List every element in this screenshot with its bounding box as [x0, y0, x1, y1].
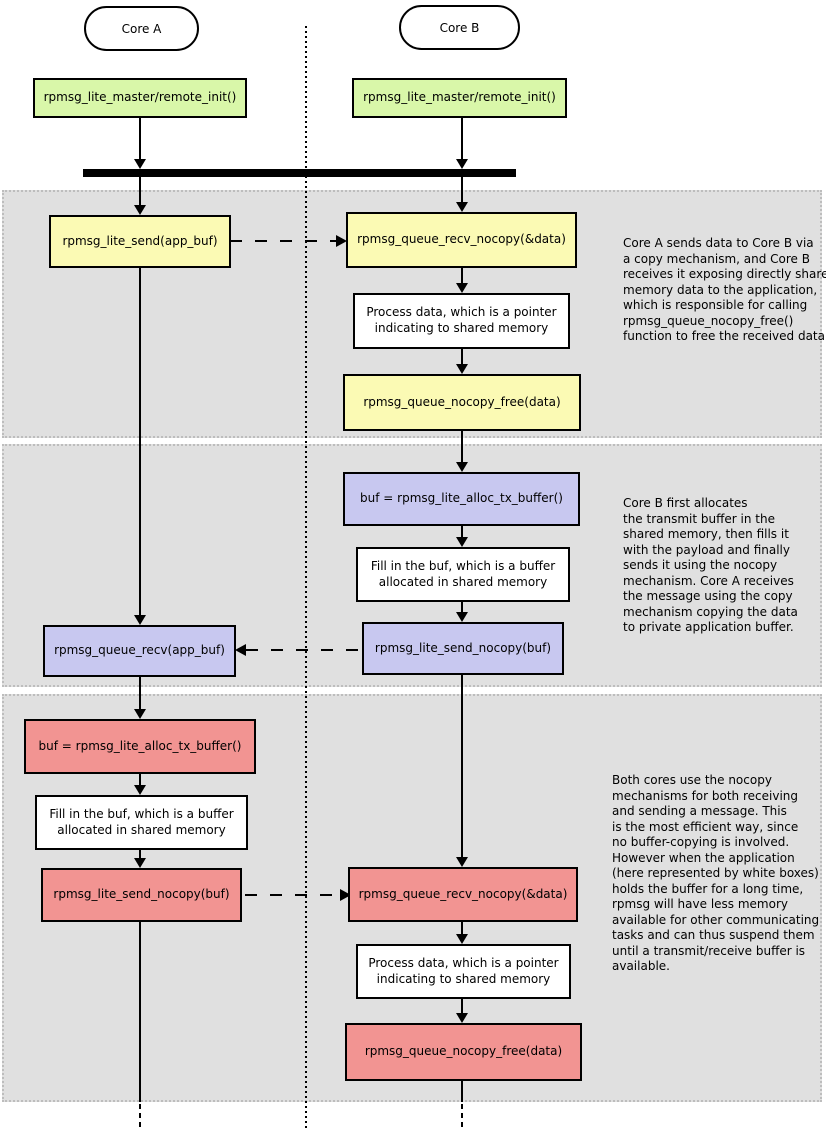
lifeline-core-a	[139, 117, 141, 159]
box-fill-buf-core-b: Fill in the buf, which is a buffer alloc…	[356, 547, 570, 602]
box-rpmsg-queue-nocopy-free-1: rpmsg_queue_nocopy_free(data)	[343, 374, 581, 431]
arrowhead-down	[456, 537, 468, 547]
box-rpmsg-lite-send: rpmsg_lite_send(app_buf)	[49, 215, 231, 268]
lifeline-core-b	[461, 268, 463, 284]
lifeline-core-a	[139, 774, 141, 786]
arrowhead-down	[456, 1013, 468, 1023]
sync-bar	[83, 169, 516, 177]
arrowhead-down	[456, 857, 468, 867]
arrowhead-down	[134, 205, 146, 215]
lifeline-core-b	[461, 431, 463, 463]
actor-core-a-label: Core A	[121, 21, 162, 36]
message-arrow-copy-send	[230, 240, 337, 242]
annotation-nocopy-send: Core B first allocates the transmit buff…	[623, 496, 798, 634]
actor-core-a: Core A	[84, 6, 199, 51]
box-rpmsg-queue-recv-nocopy-1: rpmsg_queue_recv_nocopy(&data)	[346, 212, 577, 268]
lifeline-core-a	[139, 268, 141, 616]
lifeline-core-b	[461, 117, 463, 159]
arrowhead-left	[235, 644, 246, 656]
box-rpmsg-queue-nocopy-free-2: rpmsg_queue_nocopy_free(data)	[345, 1023, 582, 1081]
box-alloc-tx-buffer-core-b: buf = rpmsg_lite_alloc_tx_buffer()	[343, 472, 580, 526]
lifeline-core-b	[461, 1081, 463, 1102]
arrowhead-right	[340, 889, 351, 901]
lifeline-core-b	[461, 675, 463, 858]
box-rpmsg-lite-send-nocopy-core-b: rpmsg_lite_send_nocopy(buf)	[362, 622, 564, 675]
message-arrow-nocopy-send-both	[245, 894, 341, 896]
lifeline-core-b	[461, 602, 463, 613]
box-rpmsg-lite-send-nocopy-core-a: rpmsg_lite_send_nocopy(buf)	[41, 868, 242, 922]
arrowhead-down	[456, 202, 468, 212]
message-arrow-nocopy-send	[246, 649, 362, 651]
core-divider-line	[305, 26, 307, 1131]
arrowhead-down	[134, 709, 146, 719]
box-process-data-2: Process data, which is a pointer indicat…	[356, 944, 571, 999]
box-alloc-tx-buffer-core-a: buf = rpmsg_lite_alloc_tx_buffer()	[24, 719, 256, 774]
box-rpmsg-queue-recv-core-a: rpmsg_queue_recv(app_buf)	[43, 625, 236, 677]
annotation-nocopy-both: Both cores use the nocopy mechanisms for…	[612, 773, 820, 973]
actor-core-b: Core B	[399, 5, 520, 50]
arrowhead-down	[456, 934, 468, 944]
arrowhead-down	[456, 283, 468, 293]
lifeline-core-a	[139, 922, 141, 1102]
arrowhead-down	[456, 159, 468, 169]
box-init-core-b: rpmsg_lite_master/remote_init()	[352, 78, 567, 118]
lifeline-core-b	[461, 177, 463, 203]
arrowhead-down	[456, 462, 468, 472]
actor-core-b-label: Core B	[439, 20, 480, 35]
arrowhead-down	[134, 159, 146, 169]
lifeline-core-b	[461, 526, 463, 538]
lifeline-core-b	[461, 922, 463, 935]
box-fill-buf-core-a: Fill in the buf, which is a buffer alloc…	[35, 795, 248, 850]
lifeline-core-a	[139, 677, 141, 710]
box-process-data-1: Process data, which is a pointer indicat…	[353, 293, 570, 349]
box-rpmsg-queue-recv-nocopy-2: rpmsg_queue_recv_nocopy(&data)	[348, 867, 578, 922]
lifeline-core-b-continuation	[461, 1104, 463, 1130]
lifeline-core-a	[139, 850, 141, 859]
arrowhead-right	[336, 235, 347, 247]
arrowhead-down	[134, 858, 146, 868]
lifeline-core-b	[461, 349, 463, 365]
arrowhead-down	[456, 364, 468, 374]
arrowhead-down	[456, 612, 468, 622]
arrowhead-down	[134, 615, 146, 625]
annotation-copy-mechanism: Core A sends data to Core B via a copy m…	[623, 236, 826, 343]
arrowhead-down	[134, 785, 146, 795]
lifeline-core-b	[461, 999, 463, 1014]
lifeline-core-a	[139, 177, 141, 206]
box-init-core-a: rpmsg_lite_master/remote_init()	[33, 78, 247, 118]
lifeline-core-a-continuation	[139, 1104, 141, 1130]
